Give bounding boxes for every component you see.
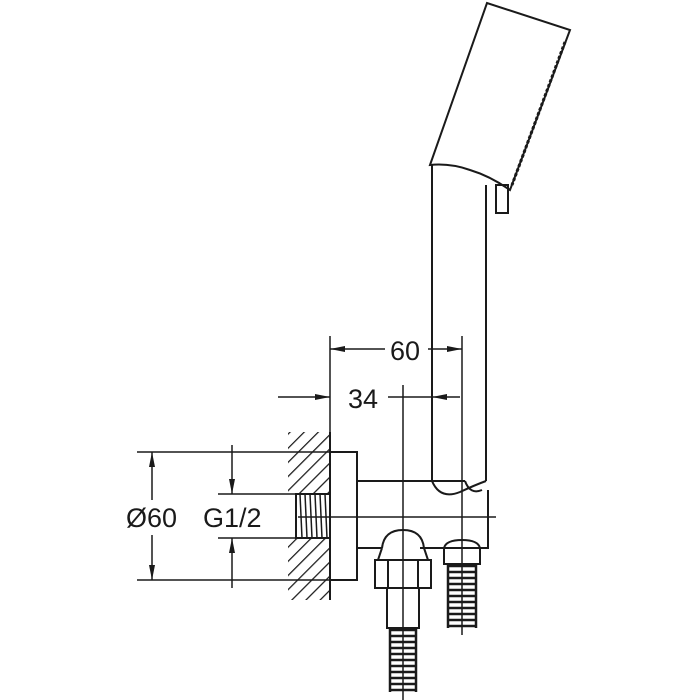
threaded-connection bbox=[295, 493, 331, 539]
extension-lines bbox=[137, 336, 463, 581]
wall-flange bbox=[330, 451, 358, 581]
dimension-lines bbox=[149, 346, 462, 588]
dimension-34-label: 34 bbox=[348, 384, 378, 414]
thread-g12-label: G1/2 bbox=[203, 503, 262, 533]
diameter-60-label: Ø60 bbox=[126, 503, 177, 533]
dimension-60-label: 60 bbox=[390, 336, 420, 366]
centerlines bbox=[298, 380, 496, 700]
wall-section-hatched bbox=[288, 432, 331, 600]
hand-shower-head bbox=[428, 1, 572, 214]
outlet-body bbox=[357, 480, 489, 549]
shower-handle bbox=[431, 165, 487, 496]
